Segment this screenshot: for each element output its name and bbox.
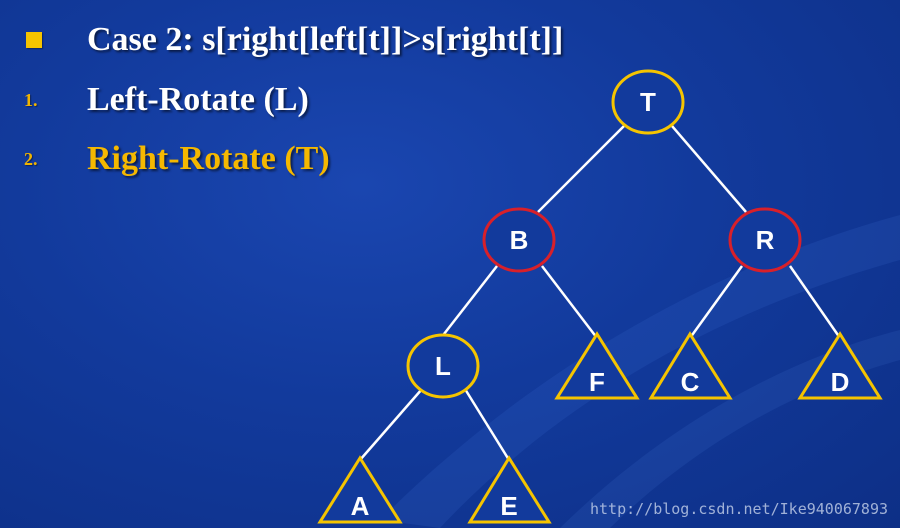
subtree-a-label: A [351,491,370,521]
node-b-label: B [510,225,529,255]
edge-l-a [359,388,423,461]
subtree-d-label: D [831,367,850,397]
node-b-circle [482,207,556,273]
watermark-url: http://blog.csdn.net/Ike940067893 [589,500,888,518]
edge-t-r [671,125,747,213]
edge-r-c [688,265,744,339]
node-r-label: R [756,225,775,255]
subtree-a: A [317,455,403,524]
node-l-label: L [435,351,451,381]
node-b: B [482,207,556,273]
subtree-c-triangle [648,331,733,400]
case-heading: Case 2: s[right[left[t]]>s[right[t]] [87,21,564,58]
subtree-d: D [797,331,883,400]
node-t-label: T [640,87,656,117]
step-2-text: Right-Rotate (T) [87,140,330,177]
node-l: L [406,333,480,399]
node-t: T [611,69,685,135]
subtree-e-triangle [467,455,552,524]
edge-b-l [443,265,498,335]
node-r: R [728,207,802,273]
subtree-d-triangle [797,331,883,400]
subtree-c: C [648,331,733,400]
step-1-text: Left-Rotate (L) [87,81,309,118]
node-r-circle [728,207,802,273]
edge-r-d [788,265,842,339]
node-l-circle [406,333,480,399]
subtree-f: F [554,331,640,400]
subtree-c-label: C [681,367,700,397]
subtree-f-label: F [589,367,605,397]
subtree-e-label: E [500,491,517,521]
square-bullet-icon [26,32,42,48]
step-number-2: 2. [24,148,38,169]
edge-b-f [541,265,598,339]
subtree-e: E [467,455,552,524]
edge-l-e [463,388,511,461]
subtree-a-triangle [317,455,403,524]
node-t-circle [611,69,685,135]
step-number-1: 1. [24,89,38,110]
edge-t-b [537,125,625,213]
subtree-f-triangle [554,331,640,400]
tree-edges [359,125,842,461]
